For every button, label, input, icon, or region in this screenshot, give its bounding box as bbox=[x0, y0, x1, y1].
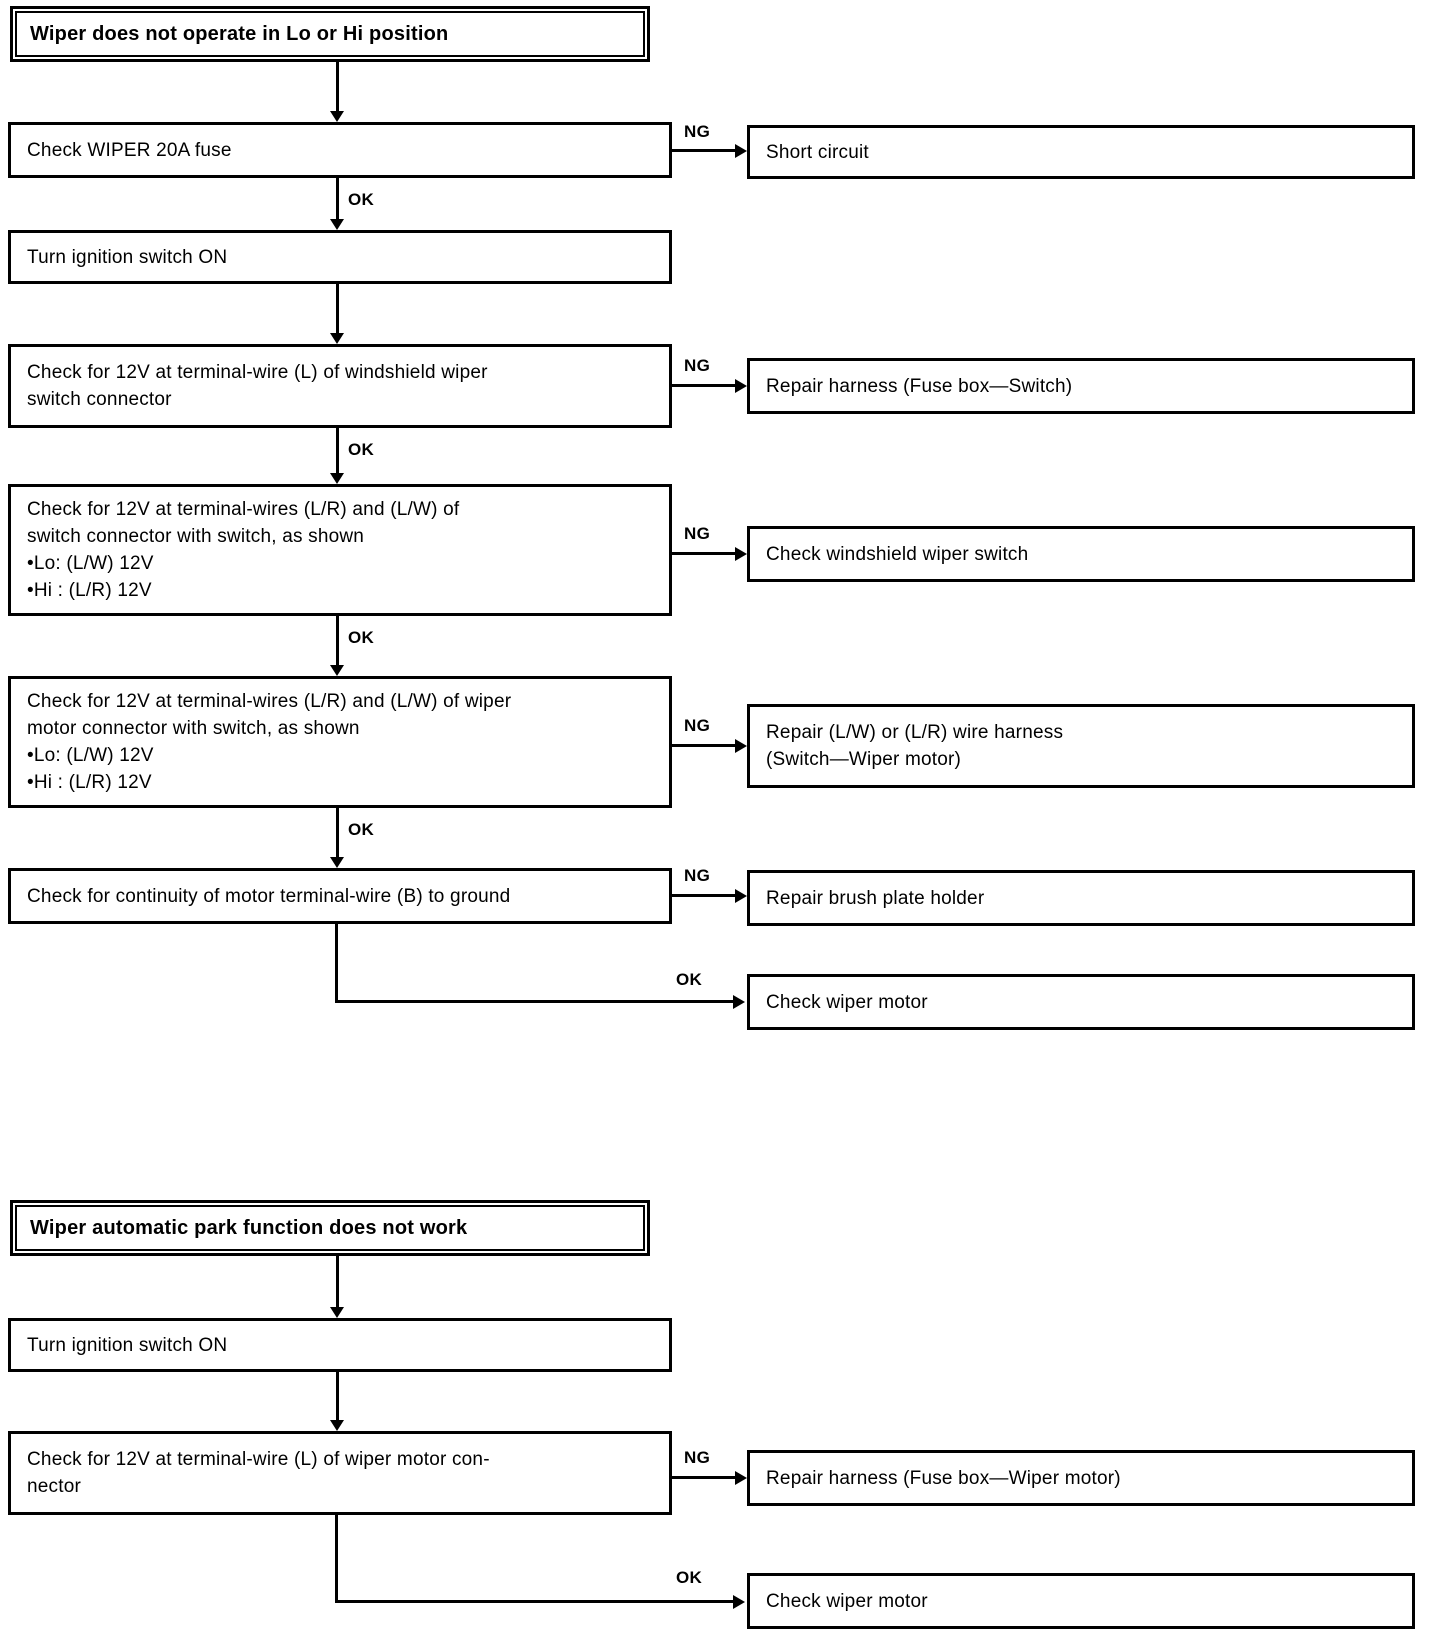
arrowhead-down bbox=[330, 1420, 344, 1431]
arrowhead-down bbox=[330, 219, 344, 230]
step-text-line: Check for continuity of motor terminal-w… bbox=[27, 885, 511, 907]
result-text-line: (Switch—Wiper motor) bbox=[766, 749, 962, 770]
result2-check-wiper-motor: Check wiper motor bbox=[747, 1573, 1415, 1629]
ng-label: NG bbox=[684, 356, 711, 375]
arrowhead-down bbox=[330, 333, 344, 344]
result-text-line: Repair harness (Fuse box—Switch) bbox=[766, 375, 1073, 397]
flow-line-right bbox=[672, 744, 735, 747]
flow-line-down bbox=[336, 428, 339, 473]
result-text-line: Repair (L/W) or (L/R) wire harness bbox=[766, 722, 1064, 743]
flow-line-right bbox=[672, 552, 735, 555]
step-check-12v-motor-terminals: Check for 12V at terminal-wires (L/R) an… bbox=[8, 676, 672, 808]
step-check-12v-switch-terminals: Check for 12V at terminal-wires (L/R) an… bbox=[8, 484, 672, 616]
result-repair-wire-harness: Repair (L/W) or (L/R) wire harness (Swit… bbox=[747, 704, 1415, 788]
flow-line-right bbox=[335, 1000, 733, 1003]
ng-label: NG bbox=[684, 122, 711, 141]
step-text-line: •Lo: (L/W) 12V bbox=[27, 745, 154, 766]
ng-label: NG bbox=[684, 866, 711, 885]
step-text-line: Check WIPER 20A fuse bbox=[27, 139, 232, 161]
step-text-line: Check for 12V at terminal-wires (L/R) an… bbox=[27, 499, 460, 520]
step-text-line: Turn ignition switch ON bbox=[27, 1334, 228, 1356]
flow-line-right bbox=[672, 149, 735, 152]
ng-label: NG bbox=[684, 524, 711, 543]
step-text-line: Check for 12V at terminal-wire (L) of wi… bbox=[27, 362, 488, 383]
arrowhead-right bbox=[735, 144, 747, 158]
flow-line-down bbox=[336, 616, 339, 665]
flow-line-right bbox=[672, 894, 735, 897]
arrowhead-down bbox=[330, 665, 344, 676]
step-turn-ignition-on: Turn ignition switch ON bbox=[8, 230, 672, 284]
step-text-line: motor connector with switch, as shown bbox=[27, 718, 360, 739]
result-text-line: Short circuit bbox=[766, 141, 869, 163]
flow-line-down bbox=[336, 178, 339, 219]
step-check-12v-switch-connector: Check for 12V at terminal-wire (L) of wi… bbox=[8, 344, 672, 428]
arrowhead-right bbox=[735, 1471, 747, 1485]
step-text-line: Check for 12V at terminal-wire (L) of wi… bbox=[27, 1449, 490, 1470]
flow-line-right bbox=[672, 1476, 735, 1479]
flow-line-down bbox=[335, 924, 338, 1003]
ok-label: OK bbox=[348, 190, 375, 209]
arrowhead-down bbox=[330, 1307, 344, 1318]
flow1-title: Wiper does not operate in Lo or Hi posit… bbox=[15, 11, 645, 57]
ok-label: OK bbox=[676, 1568, 703, 1587]
arrowhead-right bbox=[735, 379, 747, 393]
arrowhead-down bbox=[330, 473, 344, 484]
result-text-line: Check windshield wiper switch bbox=[766, 543, 1029, 565]
step-text-line: •Lo: (L/W) 12V bbox=[27, 553, 154, 574]
result-repair-brush-plate-holder: Repair brush plate holder bbox=[747, 870, 1415, 926]
step-text-line: Turn ignition switch ON bbox=[27, 246, 228, 268]
step2-check-12v-motor-connector: Check for 12V at terminal-wire (L) of wi… bbox=[8, 1431, 672, 1515]
step-check-continuity-ground: Check for continuity of motor terminal-w… bbox=[8, 868, 672, 924]
flow-line-down bbox=[336, 62, 339, 111]
ok-label: OK bbox=[348, 440, 375, 459]
arrowhead-right bbox=[735, 739, 747, 753]
ok-label: OK bbox=[676, 970, 703, 989]
step-check-wiper-fuse: Check WIPER 20A fuse bbox=[8, 122, 672, 178]
flow-line-right bbox=[335, 1600, 733, 1603]
ok-label: OK bbox=[348, 628, 375, 647]
result-text-line: Repair brush plate holder bbox=[766, 887, 985, 909]
flow-line-right bbox=[672, 384, 735, 387]
arrowhead-right bbox=[733, 1595, 745, 1609]
step-text-line: Check for 12V at terminal-wires (L/R) an… bbox=[27, 691, 512, 712]
ng-label: NG bbox=[684, 1448, 711, 1467]
arrowhead-right bbox=[733, 995, 745, 1009]
step-text-line: •Hi : (L/R) 12V bbox=[27, 580, 152, 601]
step-text-line: switch connector with switch, as shown bbox=[27, 526, 365, 547]
result-short-circuit: Short circuit bbox=[747, 125, 1415, 179]
flow1-title-box: Wiper does not operate in Lo or Hi posit… bbox=[10, 6, 650, 62]
result2-repair-harness-fusebox-motor: Repair harness (Fuse box—Wiper motor) bbox=[747, 1450, 1415, 1506]
step-text-line: switch connector bbox=[27, 389, 172, 410]
flow2-title: Wiper automatic park function does not w… bbox=[15, 1205, 645, 1251]
ok-label: OK bbox=[348, 820, 375, 839]
flow-line-down bbox=[335, 1515, 338, 1603]
result-check-wiper-motor: Check wiper motor bbox=[747, 974, 1415, 1030]
flow-line-down bbox=[336, 1372, 339, 1420]
step-text-line: •Hi : (L/R) 12V bbox=[27, 772, 152, 793]
result-text-line: Check wiper motor bbox=[766, 991, 928, 1013]
arrowhead-right bbox=[735, 547, 747, 561]
arrowhead-down bbox=[330, 857, 344, 868]
flow-line-down bbox=[336, 808, 339, 857]
result-repair-harness-fusebox-switch: Repair harness (Fuse box—Switch) bbox=[747, 358, 1415, 414]
result-check-wiper-switch: Check windshield wiper switch bbox=[747, 526, 1415, 582]
result-text-line: Check wiper motor bbox=[766, 1590, 928, 1612]
ng-label: NG bbox=[684, 716, 711, 735]
arrowhead-right bbox=[735, 889, 747, 903]
flow2-title-box: Wiper automatic park function does not w… bbox=[10, 1200, 650, 1256]
arrowhead-down bbox=[330, 111, 344, 122]
step2-turn-ignition-on: Turn ignition switch ON bbox=[8, 1318, 672, 1372]
flow-line-down bbox=[336, 284, 339, 333]
result-text-line: Repair harness (Fuse box—Wiper motor) bbox=[766, 1467, 1121, 1489]
flow-line-down bbox=[336, 1256, 339, 1307]
step-text-line: nector bbox=[27, 1476, 82, 1497]
